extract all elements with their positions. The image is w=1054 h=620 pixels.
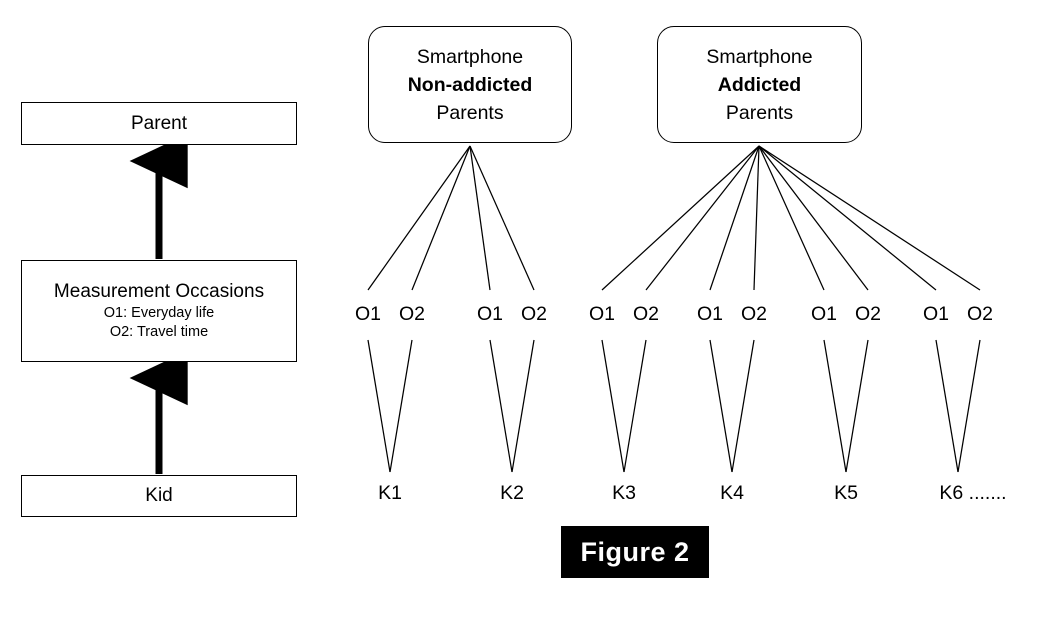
occasion-label-k4-o2: O2 <box>740 303 768 325</box>
edges-nonaddicted-to-occasions <box>367 145 535 291</box>
kid-label-k1: K1 <box>378 482 402 504</box>
group-nonaddicted-line-1: Smartphone <box>416 45 524 68</box>
edges-occasions-to-kids <box>367 339 981 473</box>
kid-label-k2: K2 <box>500 482 524 504</box>
legend-box-parent: Parent <box>21 102 297 145</box>
legend-parent-title: Parent <box>131 112 187 134</box>
group-addicted-line-1: Smartphone <box>706 45 813 68</box>
occasion-label-k3-o2: O2 <box>632 303 660 325</box>
group-nonaddicted-line-2: Non-addicted <box>407 73 533 96</box>
legend-kid-title: Kid <box>145 485 173 506</box>
legend-box-kid: Kid <box>21 475 297 517</box>
group-node-addicted: Smartphone Addicted Parents <box>657 26 862 143</box>
kid-label-k6: K6 ....... <box>939 482 1007 504</box>
occasion-label-k1-o1: O1 <box>354 303 382 325</box>
legend-occasions-title: Measurement Occasions <box>53 281 265 302</box>
group-addicted-line-3: Parents <box>725 101 794 124</box>
kid-label-k4: K4 <box>720 482 744 504</box>
figure-caption: Figure 2 <box>561 526 709 578</box>
kid-label-k5: K5 <box>834 482 858 504</box>
occasion-label-k5-o1: O1 <box>810 303 838 325</box>
occasion-label-k6-o1: O1 <box>922 303 950 325</box>
group-node-nonaddicted: Smartphone Non-addicted Parents <box>368 26 572 143</box>
legend-occasion-o2: O2: Travel time <box>109 324 209 340</box>
occasion-label-k5-o2: O2 <box>854 303 882 325</box>
edges-addicted-to-occasions <box>601 145 981 291</box>
occasion-label-k1-o2: O2 <box>398 303 426 325</box>
occasion-label-k2-o2: O2 <box>520 303 548 325</box>
group-addicted-line-2: Addicted <box>717 73 802 96</box>
occasion-label-k6-o2: O2 <box>966 303 994 325</box>
occasion-label-k4-o1: O1 <box>696 303 724 325</box>
occasion-label-k3-o1: O1 <box>588 303 616 325</box>
legend-box-measurement-occasions: Measurement Occasions O1: Everyday life … <box>21 260 297 362</box>
group-nonaddicted-line-3: Parents <box>436 101 504 124</box>
legend-occasion-o1: O1: Everyday life <box>103 305 215 321</box>
kid-label-k3: K3 <box>612 482 636 504</box>
occasion-label-k2-o1: O1 <box>476 303 504 325</box>
